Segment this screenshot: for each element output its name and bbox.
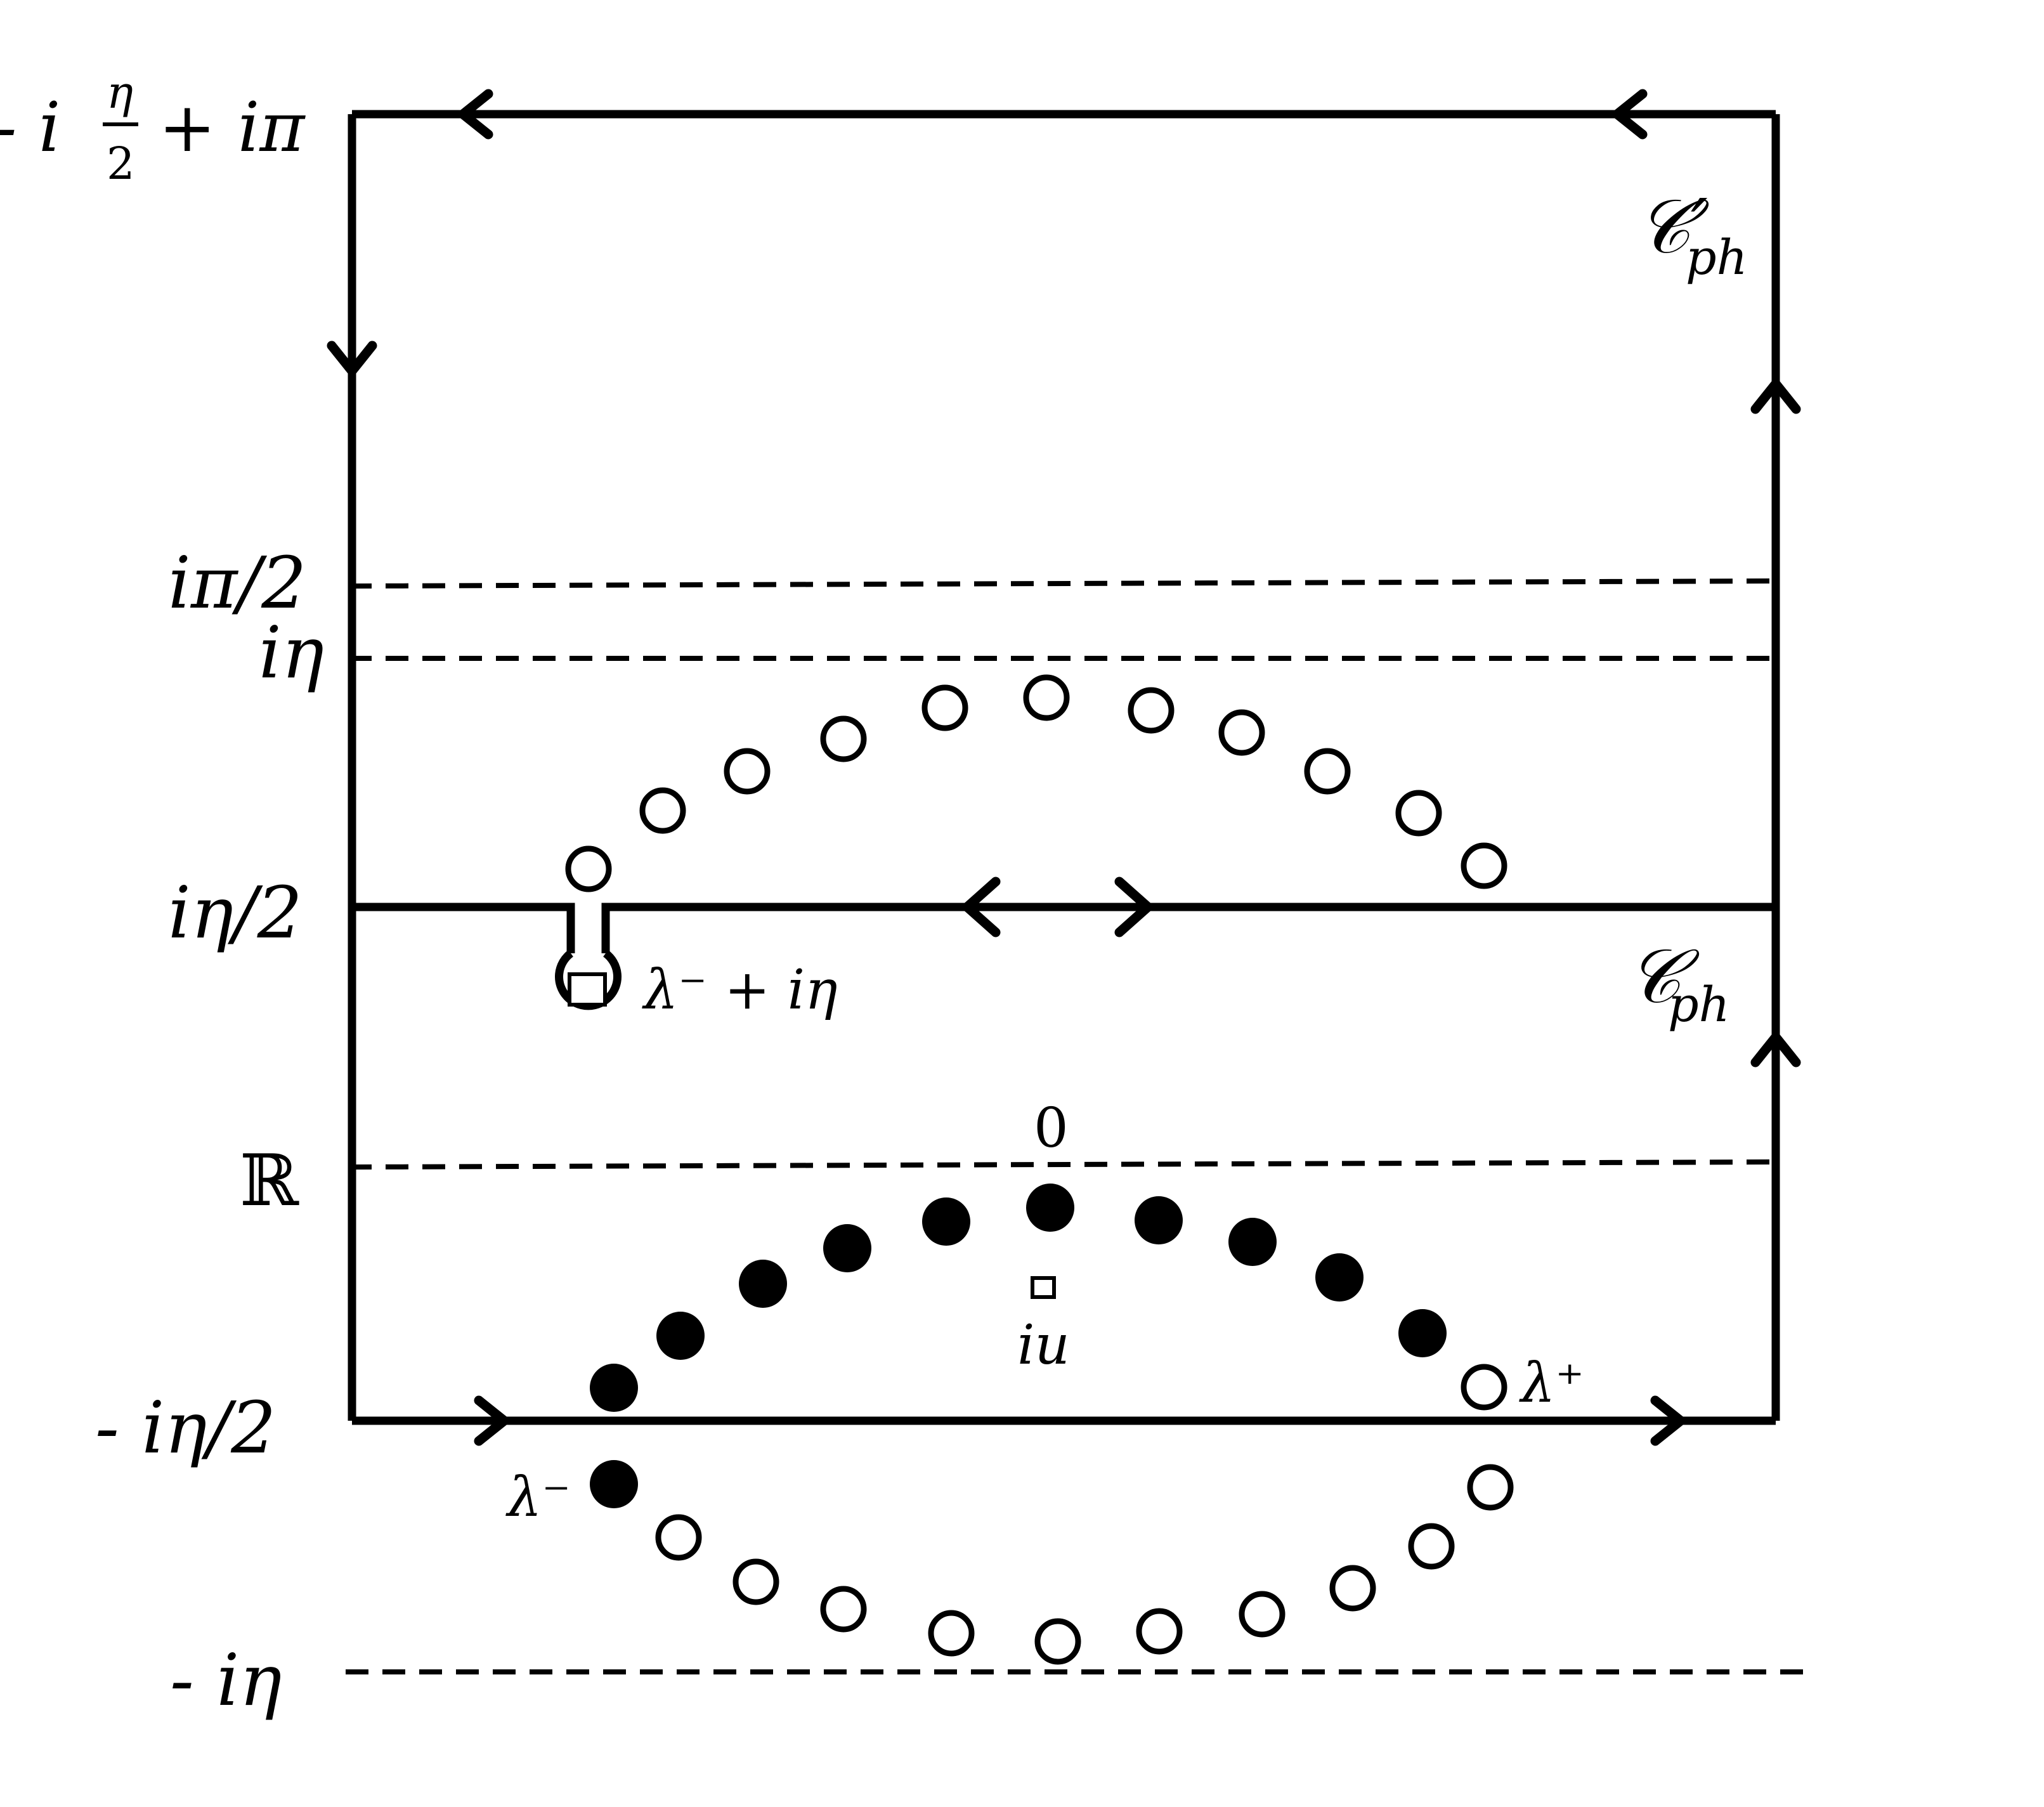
label-zero: 0 <box>1034 1097 1069 1160</box>
label-contour-c-ph-prime: 𝒞′ ph <box>1636 183 1748 285</box>
label-iu: iu <box>1017 1314 1070 1377</box>
hole-circle <box>1128 687 1175 734</box>
label-top-left-suffix: + iπ <box>159 88 306 167</box>
hole-circle <box>1329 1565 1376 1612</box>
hole-circle <box>820 1586 867 1633</box>
hole-circle <box>1023 674 1070 721</box>
hole-circle <box>1136 1608 1183 1655</box>
hole-circle <box>1304 748 1351 795</box>
hole-circle <box>732 1558 779 1605</box>
hole-circle-lambda-plus <box>1461 1364 1507 1411</box>
root-dot <box>590 1364 638 1412</box>
hole-circle <box>921 684 968 731</box>
label-top-left-frac-num: η <box>107 67 133 119</box>
dashed-line-i-pi-half <box>348 578 1776 589</box>
hole-circle <box>565 845 612 892</box>
arrow-bottom-right <box>1650 1395 1686 1446</box>
hole-circle <box>1408 1523 1455 1570</box>
label-c-ph-prime-sub: ph <box>1686 229 1748 285</box>
arrow-top-right <box>1612 89 1648 140</box>
arrow-right-up-1 <box>1750 379 1801 414</box>
hole-circle <box>1239 1591 1286 1638</box>
hole-circle <box>928 1610 975 1657</box>
label-neg-i-eta: - iη <box>170 1640 282 1722</box>
hole-circle <box>1218 709 1265 756</box>
hole-circle <box>655 1514 702 1561</box>
label-i-eta-half: iη/2 <box>168 872 303 955</box>
root-dot <box>1135 1196 1183 1244</box>
root-dot <box>823 1224 871 1272</box>
pole-square-lambda-minus-plus-i-eta <box>568 972 607 1007</box>
hole-circle <box>724 748 771 795</box>
root-dot <box>656 1312 705 1360</box>
label-lambda-minus: λ⁻ <box>505 1466 571 1529</box>
upper-hole-arc <box>565 674 1507 892</box>
dashed-line-real-axis <box>348 1159 1776 1170</box>
root-dot <box>1398 1309 1447 1357</box>
root-dot <box>1315 1253 1364 1301</box>
arrow-left-down <box>327 341 377 376</box>
arrow-middle-right <box>1114 877 1153 937</box>
label-neg-i-eta-half: - iη/2 <box>95 1387 276 1470</box>
label-c-ph-sub: ph <box>1668 976 1730 1033</box>
label-i-pi-half: iπ/2 <box>168 542 306 625</box>
arrow-middle-left <box>962 877 1001 937</box>
lower-hole-arc <box>655 1364 1514 1665</box>
contour-middle-line <box>352 903 1776 953</box>
hole-circle <box>820 715 867 762</box>
root-dot <box>922 1197 970 1246</box>
hole-circle <box>1395 790 1442 837</box>
root-dot <box>739 1260 787 1308</box>
hole-circle <box>639 787 686 834</box>
hole-circle <box>1461 842 1507 889</box>
arrow-top-left <box>458 89 493 140</box>
root-dot-lambda-minus <box>590 1460 638 1508</box>
label-lambda-plus: λ⁺ <box>1519 1352 1584 1415</box>
label-top-left-frac-den: 2 <box>107 138 135 190</box>
label-real-axis: ℝ <box>240 1140 299 1222</box>
root-dot <box>1026 1184 1074 1232</box>
arrow-bottom-left <box>474 1395 509 1446</box>
pole-square-iu <box>1031 1276 1056 1299</box>
label-lambda-minus-plus-i-eta: λ⁻ + iη <box>642 958 838 1022</box>
label-top-left: - i η 2 + iπ <box>0 67 306 190</box>
arrow-right-up-2 <box>1750 1032 1801 1067</box>
hole-circle <box>1467 1464 1514 1511</box>
label-c-ph-prime-main: 𝒞′ <box>1636 183 1709 270</box>
label-i-eta: iη <box>259 612 324 695</box>
root-dot <box>1228 1218 1277 1266</box>
root-arc <box>590 1184 1447 1508</box>
label-top-left-prefix: - i <box>0 88 60 167</box>
label-contour-c-ph: 𝒞 ph <box>1627 932 1730 1033</box>
hole-circle <box>1034 1618 1081 1665</box>
